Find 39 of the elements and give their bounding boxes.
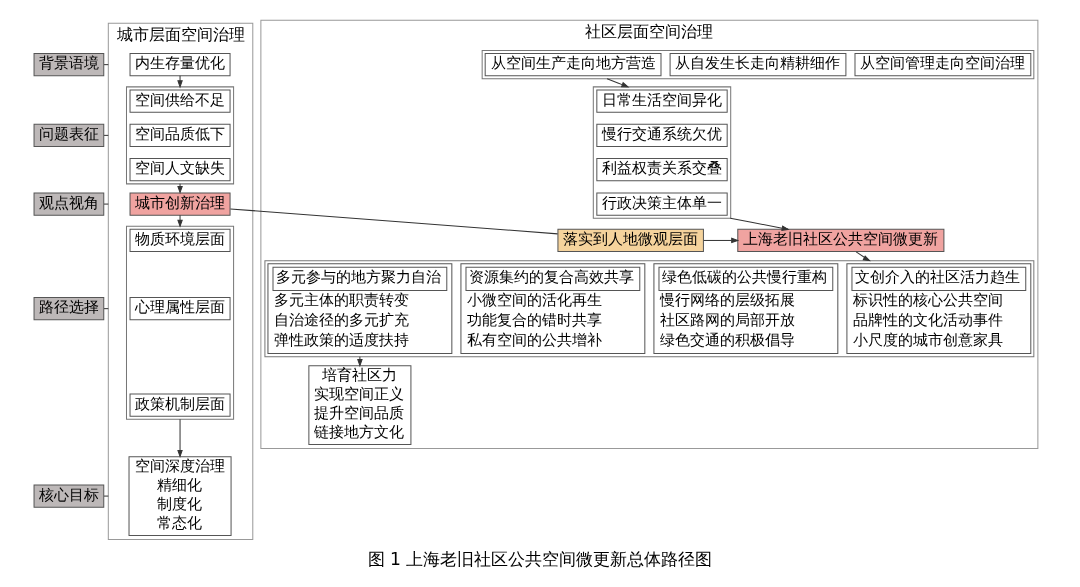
connector bbox=[103, 495, 109, 497]
node-box: 慢行交通系统欠优 bbox=[596, 123, 728, 147]
node-box: 内生存量优化 bbox=[129, 53, 231, 77]
node-box: 空间品质低下 bbox=[129, 123, 231, 147]
caption: 图 1 上海老旧社区公共空间微更新总体路径图 bbox=[367, 549, 713, 570]
node-box: 空间深度治理 精细化 制度化 常态化 bbox=[128, 456, 232, 536]
node-box: 心理属性层面 bbox=[129, 297, 231, 321]
node-box: 物质环境层面 bbox=[129, 228, 231, 253]
arrow bbox=[357, 356, 363, 368]
node-box: 观点视角 bbox=[33, 192, 105, 216]
arrow bbox=[177, 75, 183, 89]
connector bbox=[103, 134, 109, 136]
connector bbox=[103, 64, 109, 66]
arrow bbox=[703, 237, 740, 244]
arrow bbox=[729, 217, 790, 231]
node-box: 问题表征 bbox=[33, 123, 105, 147]
connector bbox=[103, 203, 109, 205]
connector bbox=[103, 308, 109, 310]
arrow bbox=[177, 214, 183, 228]
node-box: 从空间生产走向地方营造 bbox=[484, 53, 662, 77]
node-box: 空间供给不足 bbox=[129, 89, 231, 113]
arrow bbox=[177, 418, 183, 458]
node-box: 政策机制层面 bbox=[129, 393, 231, 417]
connector bbox=[229, 208, 559, 235]
node-box: 核心目标 bbox=[33, 484, 105, 508]
node-box: 城市创新治理 bbox=[129, 192, 231, 216]
node-box: 落实到人地微观层面 bbox=[557, 228, 704, 253]
node-box: 背景语境 bbox=[33, 53, 105, 77]
arrow bbox=[177, 183, 183, 195]
node-box: 利益权责关系交叠 bbox=[596, 158, 728, 182]
node-box: 路径选择 bbox=[33, 297, 105, 321]
node-box: 日常生活空间异化 bbox=[596, 89, 728, 113]
node-box: 行政决策主体单一 bbox=[596, 192, 728, 216]
node-box: 上海老旧社区公共空间微更新 bbox=[737, 228, 945, 253]
node-box: 从自发生长走向精耕细作 bbox=[669, 53, 847, 77]
node-box: 培育社区力 实现空间正义 提升空间品质 链接地方文化 bbox=[308, 365, 412, 446]
arrow bbox=[606, 78, 630, 88]
node-box: 从空间管理走向空间治理 bbox=[854, 53, 1032, 77]
node-box: 空间人文缺失 bbox=[129, 158, 231, 182]
